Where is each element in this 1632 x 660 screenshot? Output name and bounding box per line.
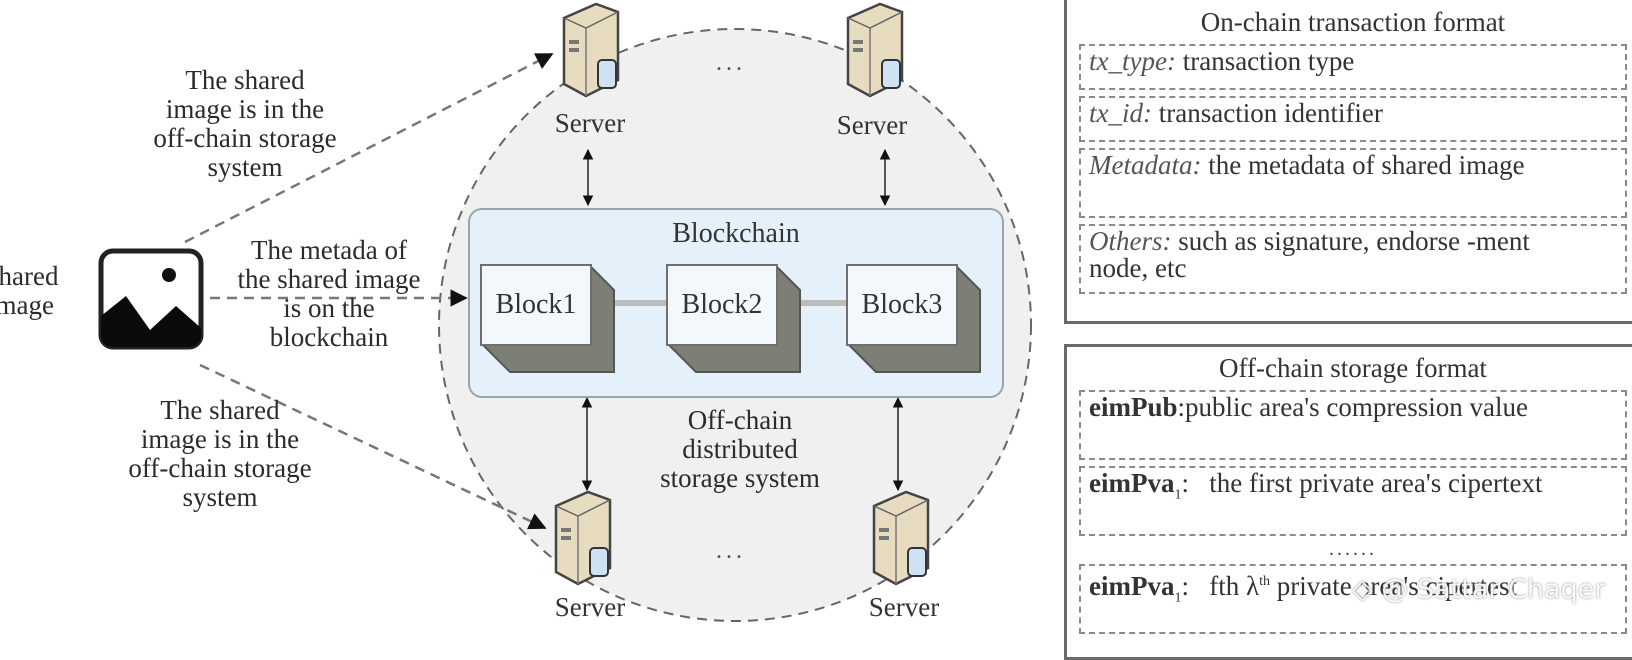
- field-eimpva-1: eimPva1: the first private area's cipert…: [1079, 466, 1627, 536]
- server-bottom-left: [548, 488, 618, 593]
- block-2: Block2: [666, 264, 801, 373]
- block-links: [610, 300, 846, 306]
- field-metadata: Metadata: the metadata of shared image: [1079, 148, 1627, 218]
- field-tx-id: tx_id: transaction identifier: [1079, 96, 1627, 142]
- field-tx-type: tx_type: transaction type: [1079, 44, 1627, 90]
- server-icon: [562, 2, 620, 98]
- server-icon: [554, 490, 612, 586]
- image-caption: shared image: [0, 261, 59, 320]
- server-label: Server: [836, 110, 908, 140]
- annotation-bottom: The shared image is in the off-chain sto…: [128, 395, 312, 512]
- ellipsis-bottom: ...: [716, 538, 746, 564]
- panel-title: On-chain transaction format: [1200, 7, 1506, 37]
- panel-title: Off-chain storage format: [1219, 353, 1487, 383]
- onchain-format-panel: On-chain transaction format tx_type: tra…: [1064, 0, 1632, 324]
- field-eimpub: eimPub:public area's compression value: [1079, 390, 1627, 460]
- server-top-right: [840, 0, 910, 105]
- fields-ellipsis: ......: [1329, 538, 1377, 560]
- blockchain-title: Blockchain: [672, 218, 800, 249]
- watermark: ◈ @ Sattar Chaqer: [1352, 574, 1606, 605]
- server-icon: [846, 2, 904, 98]
- field-eimpva-last: eimPva1: fth λth private area's cipertes…: [1079, 564, 1627, 634]
- server-top-left: [556, 0, 626, 105]
- connector-bottom: [199, 363, 547, 530]
- field-others: Others: such as signature, endorse -ment…: [1079, 224, 1627, 294]
- block-label: Block3: [846, 264, 958, 346]
- block-label: Block2: [666, 264, 778, 346]
- block-1: Block1: [480, 264, 615, 373]
- shared-image-icon: [98, 248, 204, 350]
- storage-system-label: Off-chain distributed storage system: [660, 405, 820, 493]
- block-label: Block1: [480, 264, 592, 346]
- connector-top: [184, 52, 554, 244]
- watermark-logo-icon: ◈: [1352, 574, 1382, 605]
- server-label: Server: [554, 108, 626, 138]
- ellipsis-top: ...: [716, 50, 746, 76]
- server-label: Server: [554, 592, 626, 622]
- annotation-middle: The metada of the shared image is on the…: [237, 235, 421, 352]
- blockchain-container: Blockchain Block1 Block2 Block3: [468, 208, 1004, 398]
- annotation-top: The shared image is in the off-chain sto…: [153, 65, 337, 182]
- server-icon: [872, 490, 930, 586]
- server-bottom-right: [866, 488, 936, 593]
- block-3: Block3: [846, 264, 981, 373]
- server-label: Server: [868, 592, 940, 622]
- offchain-format-panel: Off-chain storage format eimPub:public a…: [1064, 344, 1632, 660]
